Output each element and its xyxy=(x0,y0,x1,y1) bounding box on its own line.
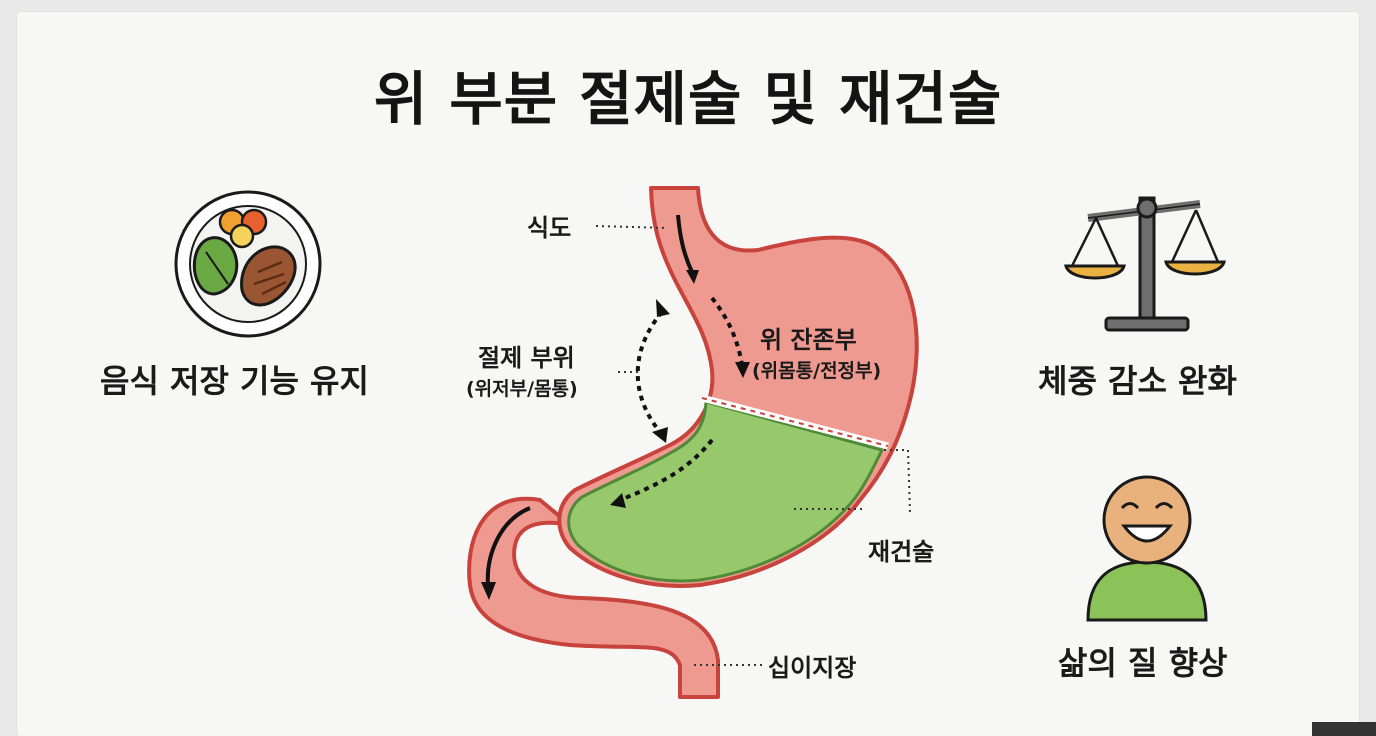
leader-lines xyxy=(595,225,911,666)
benefit-quality-of-life: 삶의 질 향상 xyxy=(1058,644,1228,682)
remnant-label: 위 잔존부 xyxy=(760,326,857,354)
resection-site-label: 절제 부위 xyxy=(478,344,575,372)
duodenum-label: 십이지장 xyxy=(768,654,857,682)
resection-site-sublabel: (위저부/몸통) xyxy=(466,378,578,400)
duodenum-flow-arrow xyxy=(485,506,531,586)
reconstruction-area xyxy=(567,400,884,583)
flow-arrows xyxy=(481,214,750,600)
resection-span-arrow xyxy=(635,310,664,434)
stomach-flow-arrow xyxy=(619,438,714,502)
esophagus-label: 식도 xyxy=(527,214,572,242)
esophagus-flow-arrow xyxy=(676,214,694,273)
duodenum-shape xyxy=(467,496,720,699)
benefit-food-storage: 음식 저장 기능 유지 xyxy=(100,362,369,400)
benefit-weight-loss: 체중 감소 완화 xyxy=(1038,362,1237,400)
plate-icon xyxy=(174,190,322,338)
corner-artifact xyxy=(1312,722,1376,736)
stomach-illustration xyxy=(467,186,919,699)
smiling-person-icon xyxy=(1086,475,1208,622)
remnant-sublabel: (위몸통/전정부) xyxy=(752,360,882,382)
balance-scale-icon xyxy=(1064,196,1226,332)
reconstruction-label: 재건술 xyxy=(868,538,935,566)
page-title: 위 부분 절제술 및 재건술 xyxy=(373,65,1003,133)
